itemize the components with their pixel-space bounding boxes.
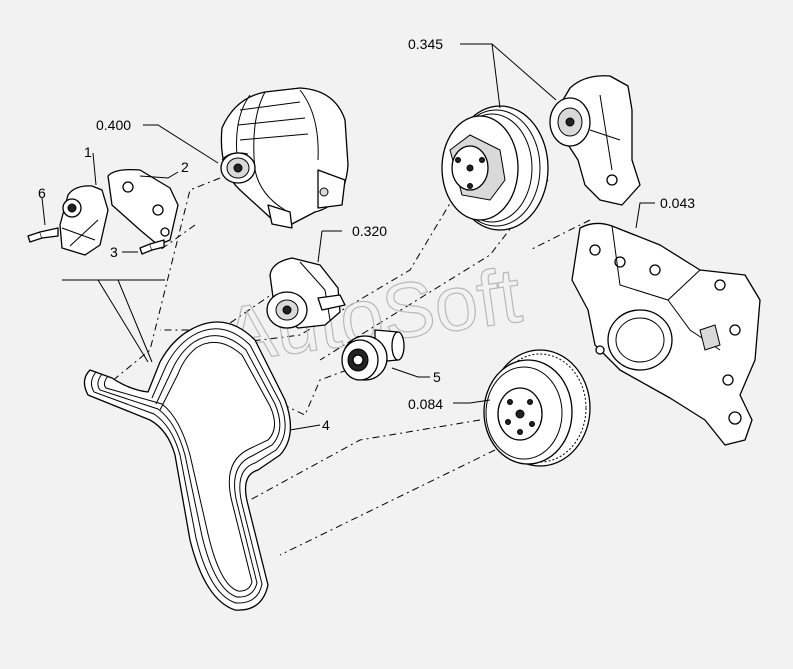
label-part-1: 1 [84,144,92,160]
fan-pulley [441,105,549,231]
idler-pulley [341,329,405,381]
leader-lines [41,43,655,431]
label-part-3: 3 [110,244,118,260]
tensioner-assembly [27,168,179,256]
label-tensioner: 0.320 [352,223,387,239]
drive-belt [83,321,292,611]
label-damper: 0.084 [408,396,443,412]
alternator [220,87,349,229]
timing-cover [571,222,761,446]
label-part-6: 6 [38,185,46,201]
fan-hub-bracket [549,75,641,206]
label-part-4: 4 [322,417,330,433]
label-part-5: 5 [433,369,441,385]
belt-tensioner [266,257,346,329]
label-timing-cover: 0.043 [660,195,695,211]
part-labels: 0.400 0.345 0.320 0.043 0.084 1 2 3 4 5 … [38,36,695,433]
label-water-pump-fan: 0.345 [408,36,443,52]
label-part-2: 2 [181,159,189,175]
crankshaft-damper [483,349,591,467]
label-alternator: 0.400 [96,117,131,133]
